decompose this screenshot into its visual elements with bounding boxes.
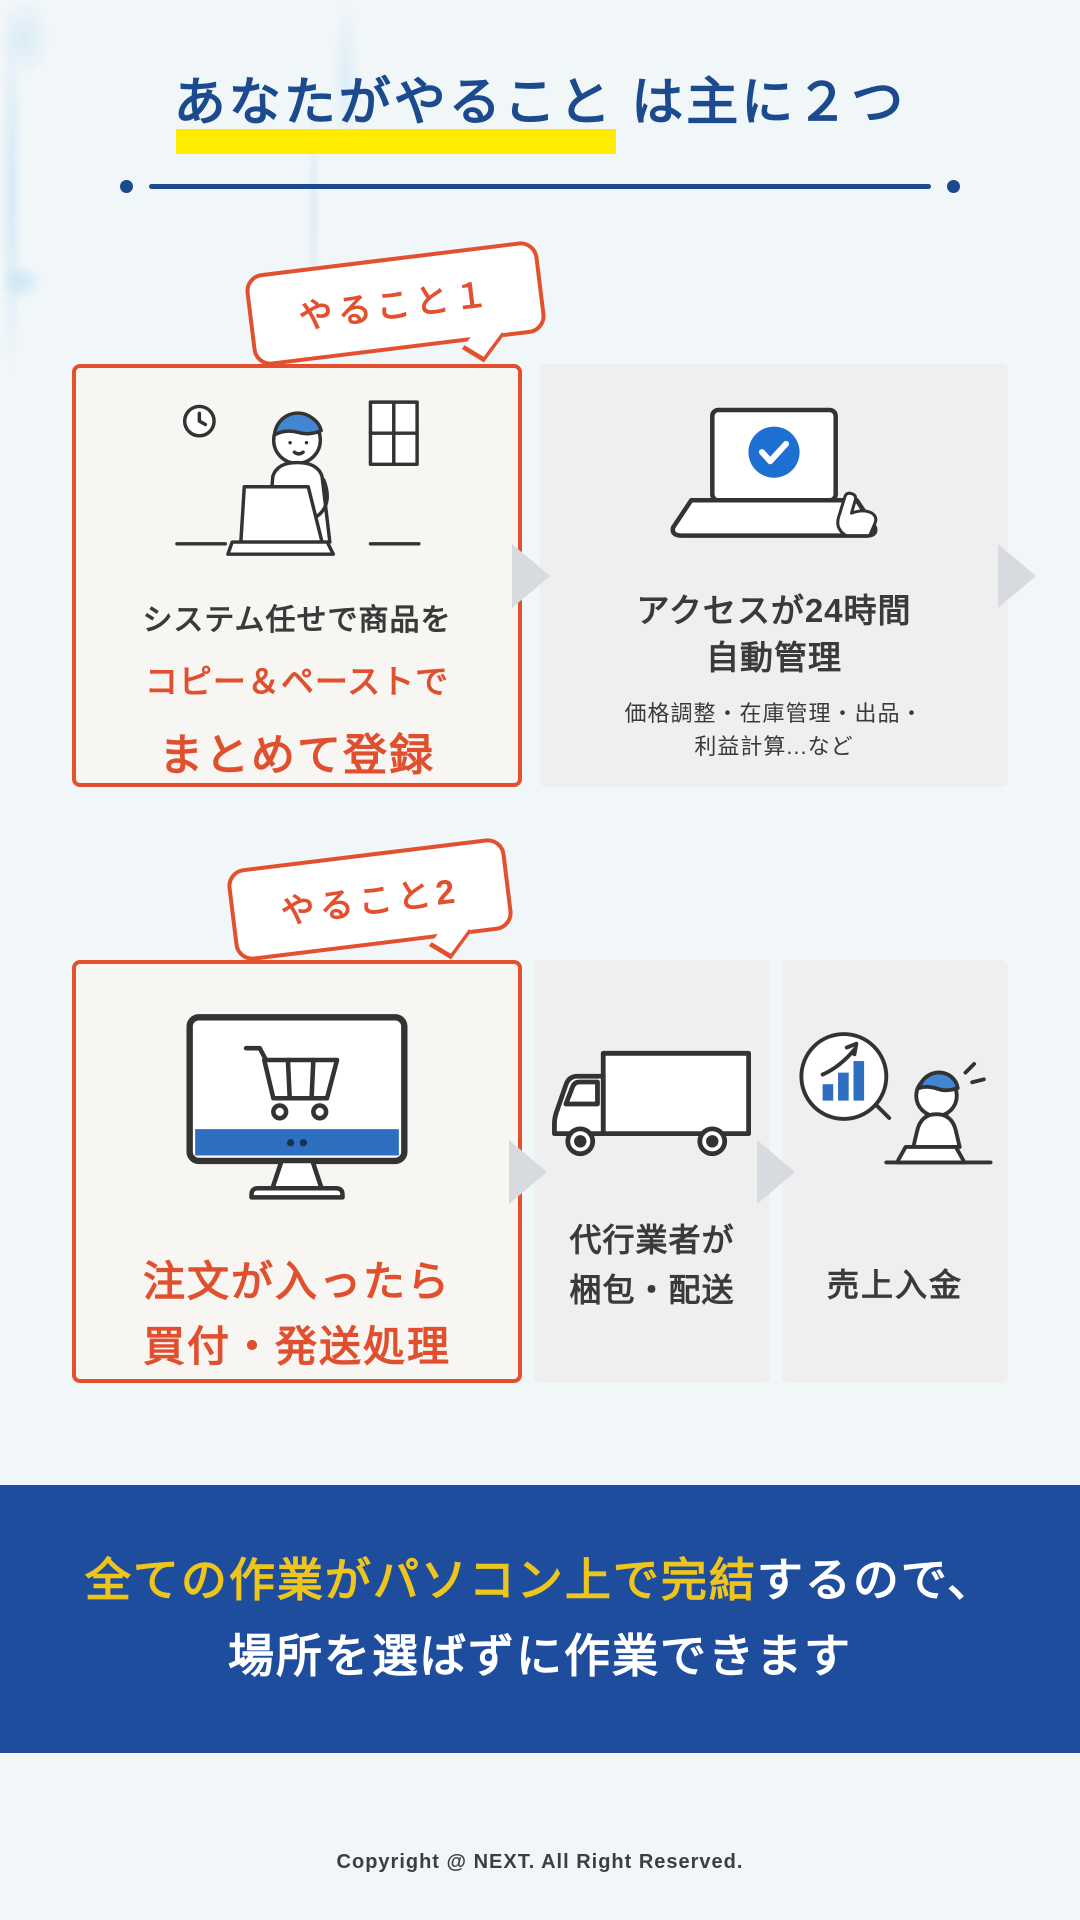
step2-result1-line2: 梱包・配送	[569, 1271, 735, 1308]
page-title: あなたがやること は主に２つ	[0, 0, 1080, 155]
divider-dot-right	[947, 180, 960, 194]
banner-line1-rest: するので、	[756, 1554, 996, 1607]
step1-badge-wrap: やること１	[72, 239, 1008, 369]
step2-result-card1: 代行業者が 梱包・配送	[534, 960, 770, 1384]
step1-card-line2: コピー＆ペーストで	[144, 663, 450, 701]
step2-card-text: 注文が入ったら 買付・発送処理	[143, 1249, 451, 1379]
flow-arrow-edge-icon	[998, 544, 1036, 609]
page-title-rest: は主に２つ	[613, 74, 907, 132]
step1-result-title: アクセスが24時間 自動管理	[636, 588, 911, 680]
divider-line	[149, 184, 931, 190]
step2-result1-line1: 代行業者が	[569, 1222, 735, 1259]
step2-result2-text: 売上入金	[826, 1267, 963, 1304]
step2-result1-text: 代行業者が 梱包・配送	[569, 1216, 734, 1315]
divider-dot-left	[120, 180, 133, 194]
step2-card-line1: 注文が入ったら	[142, 1258, 451, 1306]
step1-result-card: アクセスが24時間 自動管理 価格調整・在庫管理・出品・ 利益計算...など	[540, 364, 1008, 788]
bottom-banner: 全ての作業がパソコン上で完結するので、 場所を選ばずに作業できます	[0, 1485, 1080, 1754]
step1-card-line1: システム任せで商品を	[142, 604, 452, 638]
banner-line2: 場所を選ばずに作業できます	[228, 1630, 852, 1683]
step2-badge-wrap: やること2	[72, 836, 1008, 964]
header-divider	[120, 180, 960, 194]
truck-illustration	[552, 1051, 751, 1157]
person-at-laptop-illustration	[175, 400, 421, 557]
flow-arrow-icon	[512, 543, 550, 608]
step2-main-card: 注文が入ったら 買付・発送処理	[72, 960, 522, 1384]
monitor-cart-illustration	[186, 1014, 408, 1201]
sales-chart-person-illustration	[799, 1032, 993, 1165]
banner-line1-highlight: 全ての作業がパソコン上で完結	[84, 1554, 757, 1607]
step1-result-sub-line2: 利益計算...など	[694, 733, 854, 759]
banner-line1: 全ての作業がパソコン上で完結するので、	[0, 1543, 1080, 1619]
step1-result-subtext: 価格調整・在庫管理・出品・ 利益計算...など	[624, 697, 923, 763]
step1-row: システム任せで商品を コピー＆ペーストで まとめて登録 アクセスが24時間 自動…	[72, 364, 1036, 788]
step1-result-title-line2: 自動管理	[706, 638, 842, 676]
step1-result-sub-line1: 価格調整・在庫管理・出品・	[624, 700, 924, 726]
step1-card-line3: まとめて登録	[159, 731, 435, 781]
flow-arrow-icon	[757, 1139, 795, 1204]
step2-row: 注文が入ったら 買付・発送処理 代行業者が 梱包・配送	[72, 960, 1008, 1384]
step1-main-card: システム任せで商品を コピー＆ペーストで まとめて登録	[72, 364, 522, 788]
step2-result-card2: 売上入金	[782, 960, 1008, 1384]
flow-arrow-icon	[509, 1139, 547, 1204]
page-title-highlighted: あなたがやること	[174, 72, 616, 155]
copyright-text: Copyright @ NEXT. All Right Reserved.	[336, 1851, 744, 1874]
step1-badge-bubble: やること１	[243, 239, 548, 369]
laptop-check-illustration	[670, 408, 878, 539]
step2-badge-bubble: やること2	[225, 836, 515, 964]
step2-card-line2: 買付・発送処理	[142, 1323, 451, 1371]
step1-result-title-line1: アクセスが24時間	[636, 592, 912, 630]
